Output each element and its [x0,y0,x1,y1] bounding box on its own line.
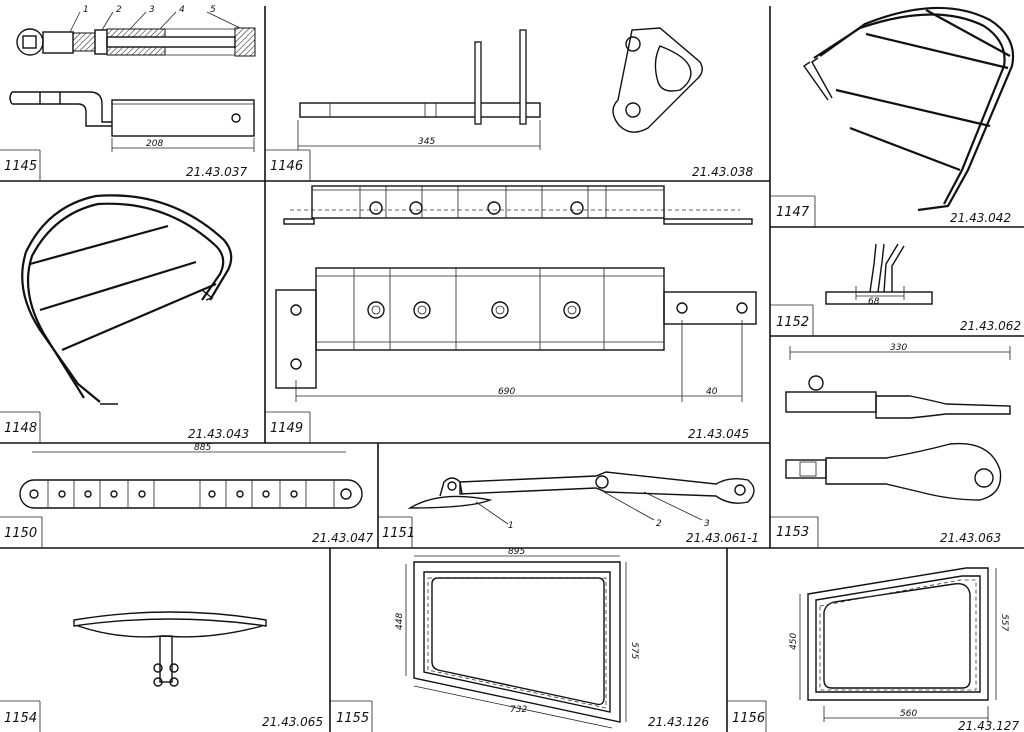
part-1147: 1147 21.43.042 [770,6,1015,227]
callout-label: 4 [179,5,185,15]
callout-label: 1 [508,521,514,531]
grid-lines [0,6,1024,732]
part-code: 21.43.045 [688,427,749,441]
part-code: 21.43.038 [692,165,753,179]
dimension-label: 450 [789,633,799,650]
dimension-label: 40 [706,387,718,397]
part-code: 21.43.062 [960,319,1021,333]
part-number: 1155 [336,711,369,726]
dimension-label: 330 [890,343,907,353]
part-number: 1153 [776,525,809,540]
dimension-label: 448 [395,613,405,630]
part-1156: 450 557 560 1156 21.43.127 [727,567,1019,732]
part-number: 1146 [270,159,303,174]
part-1152: 68 1152 21.43.062 [770,243,1021,336]
part-code: 21.43.043 [188,427,249,441]
part-number: 1150 [4,526,37,541]
dimension-label: 575 [629,642,639,659]
part-1154: 1154 21.43.065 [0,611,323,732]
part-1155: 895 448 575 732 1155 21.43.126 [330,547,709,732]
part-number: 1148 [4,421,37,436]
part-1149: 690 40 1149 21.43.045 [265,185,757,443]
part-code: 21.43.042 [950,211,1011,225]
part-1148: 1148 21.43.043 [0,194,249,443]
dimension-label: 208 [146,139,163,149]
callout-label: 3 [149,5,155,15]
part-code: 21.43.126 [648,715,709,729]
part-code: 21.43.063 [940,531,1001,545]
dimension-label: 732 [510,705,527,715]
callout-label: 3 [704,519,710,529]
dimension-label: 557 [999,614,1009,631]
callout-label: 5 [210,5,216,15]
part-number: 1145 [4,159,37,174]
part-number: 1154 [4,711,37,726]
part-number: 1151 [382,526,415,541]
part-code: 21.43.047 [312,531,373,545]
callout-label: 2 [656,519,662,529]
part-number: 1147 [776,205,810,220]
part-1145: 1 2 3 4 5 208 1145 21.43.037 [0,5,256,181]
part-1151: 1 2 3 1151 21.43.061-1 [378,471,759,548]
part-code: 21.43.037 [186,165,247,179]
part-1153: 330 1153 21.43.063 [770,343,1011,548]
part-number: 1156 [732,711,765,726]
part-number: 1149 [270,421,303,436]
dimension-label: 560 [900,709,917,719]
dimension-label: 345 [418,137,435,147]
callout-label: 1 [83,5,89,15]
dimension-label: 690 [498,387,515,397]
dimension-label: 895 [508,547,525,557]
part-code: 21.43.061-1 [686,531,759,545]
part-1146: 345 1146 21.43.038 [265,27,753,181]
dimension-label: 68 [868,297,880,307]
part-code: 21.43.065 [262,715,323,729]
part-1150: 885 1150 21.43.047 [0,443,373,548]
dimension-label: 885 [194,443,211,453]
part-code: 21.43.127 [958,719,1019,732]
part-number: 1152 [776,315,809,330]
callout-label: 2 [116,5,122,15]
